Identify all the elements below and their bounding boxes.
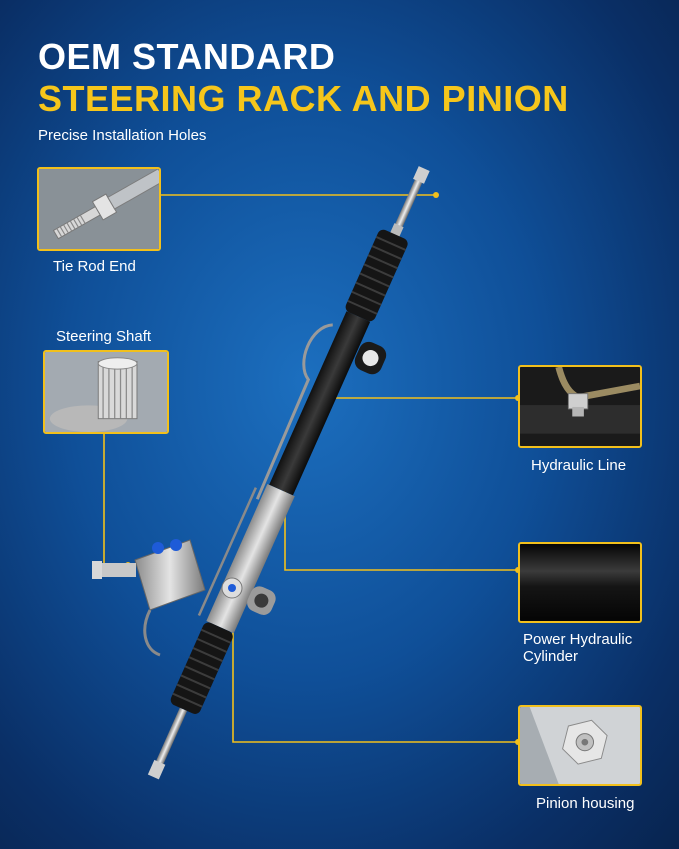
leader-lines bbox=[103, 194, 518, 743]
label-hydraulic-line: Hydraulic Line bbox=[531, 457, 627, 474]
callout-hydraulic-line-image bbox=[518, 365, 642, 448]
label-power-hydraulic-cylinder-line2: Cylinder bbox=[523, 648, 579, 665]
leader-cylinder bbox=[284, 465, 518, 571]
label-pinion-housing: Pinion housing bbox=[536, 795, 635, 812]
leader-steering-shaft bbox=[103, 432, 128, 566]
label-power-hydraulic-cylinder-line1: Power Hydraulic bbox=[523, 631, 633, 648]
leader-pinion bbox=[232, 592, 518, 743]
callout-steering-shaft-image bbox=[43, 350, 169, 434]
label-tie-rod-end: Tie Rod End bbox=[53, 258, 136, 275]
label-steering-shaft: Steering Shaft bbox=[56, 328, 152, 345]
label-power-hydraulic-cylinder: Power Hydraulic Cylinder bbox=[523, 631, 632, 665]
pinion-valve-body bbox=[92, 539, 243, 657]
callout-power-hydraulic-cylinder-image bbox=[518, 542, 642, 623]
subtitle-installation-holes: Precise Installation Holes bbox=[38, 127, 207, 144]
headline-product-name: STEERING RACK AND PINION bbox=[38, 78, 569, 119]
rack-assembly bbox=[147, 166, 430, 780]
callout-pinion-housing-image bbox=[518, 705, 642, 786]
callout-tie-rod-end-image bbox=[37, 167, 161, 251]
headline-oem-standard: OEM STANDARD bbox=[38, 36, 336, 77]
